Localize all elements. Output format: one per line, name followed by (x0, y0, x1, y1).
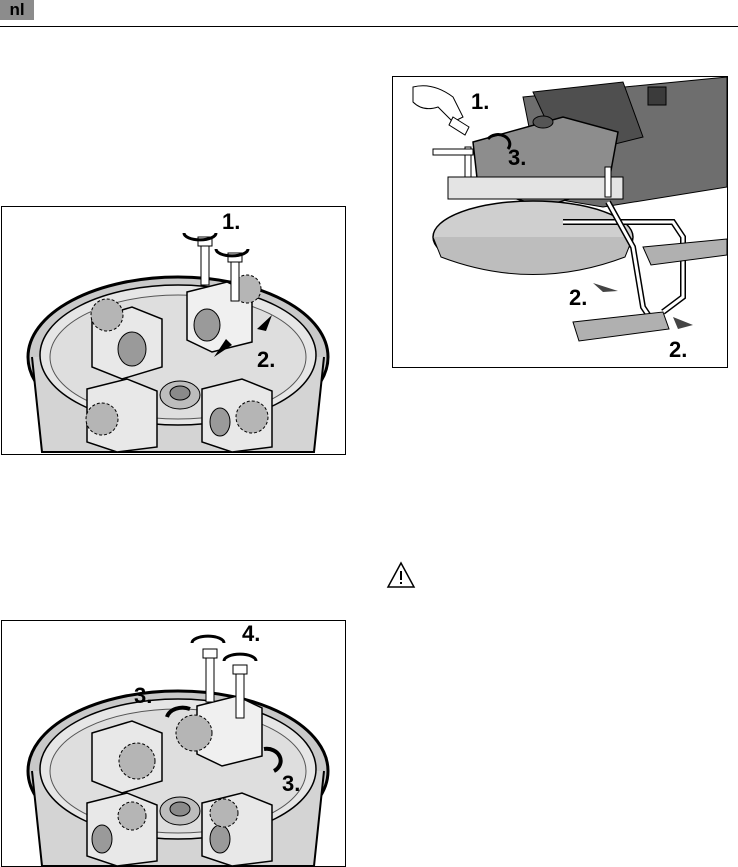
step-label: 1. (471, 89, 489, 114)
step-label: 3. (508, 145, 526, 170)
step-label: 2. (669, 337, 687, 362)
step-label: 2. (569, 285, 587, 310)
figure-grinder-attachment: 1. 3. 2. 2. (392, 76, 728, 368)
step-label: 2. (257, 347, 275, 372)
figure-tool-head-screws-tighten: 4. 3. 3. (1, 620, 346, 867)
header-rule (0, 26, 738, 27)
warning-triangle-icon (386, 561, 416, 589)
step-label: 4. (242, 621, 260, 646)
language-tag: nl (0, 0, 34, 20)
cutter-block (202, 793, 272, 866)
step-label: 3. (282, 771, 300, 796)
figure-tool-head-screws-loosen: 1. 2. (1, 206, 346, 455)
step-label: 1. (222, 209, 240, 234)
cutter-block (87, 793, 157, 866)
step-label: 3. (134, 683, 152, 708)
